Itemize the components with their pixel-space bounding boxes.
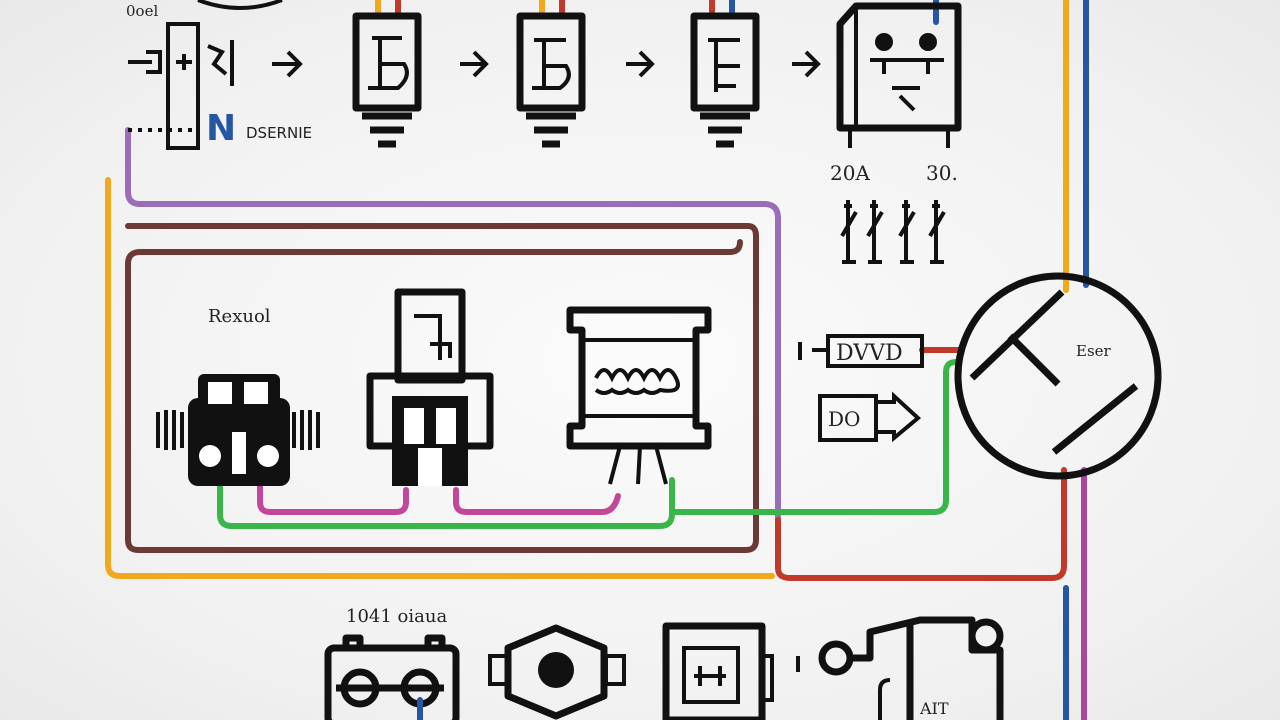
- relay-1: [352, 0, 422, 148]
- green-wire: [217, 477, 675, 529]
- top-arc: [197, 0, 283, 10]
- flow-arrow-2: [460, 50, 489, 78]
- reference-label: Rexuol: [208, 306, 271, 327]
- pump: AIT: [818, 616, 1004, 720]
- corner-label: 0oel: [126, 2, 158, 20]
- bottom-corner-label: AIT: [919, 699, 949, 718]
- output-component: DO: [818, 391, 922, 443]
- hex-sensor: [488, 624, 626, 720]
- bottom-row: 1041 oiaua: [324, 606, 1004, 720]
- contactor: [836, 0, 962, 148]
- flow-arrow-4: [792, 50, 821, 78]
- input-switch: N DSERNIE: [128, 22, 312, 150]
- motor: [156, 374, 320, 486]
- top-row: 0oel N DSERNIE: [126, 0, 962, 264]
- orange-wire-loop: [105, 177, 775, 579]
- relay-socket: [366, 288, 494, 486]
- wires: [105, 0, 1089, 720]
- meter: [662, 622, 800, 720]
- middle-row: Rexuol: [156, 272, 1162, 486]
- power-label: Eser: [1076, 342, 1112, 360]
- brown-wire-box: [125, 223, 759, 553]
- magenta-wire-1: [257, 479, 409, 515]
- input-caption: DSERNIE: [246, 124, 312, 142]
- magenta-wire-2: [453, 487, 621, 515]
- dc-component: DVVD: [798, 334, 924, 368]
- relay-3: [690, 0, 760, 148]
- flow-arrow-3: [626, 50, 655, 78]
- battery: [324, 634, 460, 720]
- bottom-label: 1041 oiaua: [346, 606, 447, 627]
- rating-right: 30.: [926, 161, 958, 185]
- red-wire: [775, 467, 1067, 581]
- relay-2: [516, 0, 586, 148]
- dc-label: DVVD: [836, 341, 903, 366]
- rating-left: 20A: [830, 161, 870, 185]
- input-n-label: N: [206, 108, 236, 149]
- purple-wire: [125, 127, 781, 523]
- out-label: DO: [828, 407, 860, 431]
- power-circle: Eser: [954, 272, 1162, 480]
- green-wire-right: [669, 359, 959, 515]
- transformer: [566, 306, 712, 485]
- flow-arrow-1: [272, 50, 303, 78]
- terminal-connectors: [840, 200, 946, 264]
